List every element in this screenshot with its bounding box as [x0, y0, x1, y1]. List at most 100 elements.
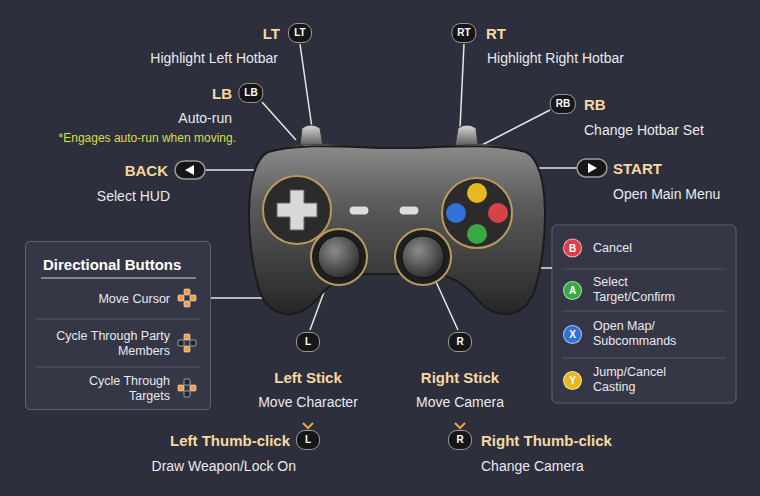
b-button	[488, 203, 508, 223]
dpad-arm	[190, 295, 196, 301]
panel-row: Cycle Through Targets	[48, 374, 170, 404]
control-name: LB	[212, 85, 232, 102]
action-label: Change Hotbar Set	[584, 122, 704, 138]
control-name: LT	[263, 25, 280, 42]
dpad-arm	[184, 334, 190, 340]
row-text: Cycle Through Targets	[48, 374, 170, 404]
button-badge: L	[296, 332, 320, 352]
row-text: Cancel	[593, 241, 632, 256]
dpad-icon	[178, 289, 196, 307]
panel-fill	[552, 225, 736, 403]
control-name: BACK	[125, 162, 168, 179]
button-badge: RT	[451, 23, 476, 43]
dpad-icon	[178, 379, 196, 397]
control-name: RT	[486, 25, 506, 42]
face-ring	[442, 178, 512, 248]
control-name: Left Stick	[274, 369, 342, 386]
badge-letter: R	[456, 336, 463, 347]
button-badge: LB	[238, 83, 263, 103]
button-icon: A	[563, 281, 582, 300]
start-button	[399, 206, 419, 215]
button-badge: R	[448, 332, 472, 352]
panel-row: Y Jump/Cancel Casting	[563, 365, 728, 395]
action-label: Select HUD	[97, 188, 170, 204]
click-mark	[303, 423, 313, 428]
start-badge	[577, 159, 607, 177]
back-arrow	[185, 165, 194, 175]
button-badge: RB	[550, 94, 576, 114]
right-trigger	[455, 125, 478, 146]
action-label: Move Camera	[416, 394, 504, 410]
dpad-arm	[178, 295, 184, 301]
panel-row: A Select Target/Confirm	[563, 275, 728, 305]
left-trigger	[300, 125, 323, 146]
control-name: Right Thumb-click	[481, 432, 612, 449]
dpad-arm	[190, 340, 196, 346]
separator	[562, 311, 726, 312]
dpad	[277, 190, 317, 230]
click-mark	[455, 423, 465, 428]
panel-row: X Open Map/ Subcommands	[563, 319, 728, 349]
dpad-icons	[178, 289, 196, 397]
action-label: Draw Weapon/Lock On	[152, 458, 296, 474]
separator	[35, 367, 201, 368]
panel-row: Move Cursor	[98, 292, 170, 307]
row-text: Jump/Cancel Casting	[593, 365, 693, 395]
badge-letter: L	[305, 336, 311, 347]
badge-letter: RB	[556, 98, 570, 109]
dpad-arm	[190, 385, 196, 391]
button-badge: R	[448, 430, 472, 450]
dpad-arm	[178, 385, 184, 391]
panel-heading: Directional Buttons	[43, 256, 181, 273]
x-button	[446, 203, 466, 223]
right-stick	[402, 236, 444, 278]
dpad-icon	[178, 334, 196, 352]
back-button	[349, 206, 369, 215]
control-name: START	[613, 160, 662, 177]
dpad-arm	[178, 340, 184, 346]
badge-letter: LT	[294, 27, 305, 38]
action-label: Open Main Menu	[613, 186, 720, 202]
control-name: Right Stick	[421, 369, 499, 386]
badge-letter: L	[305, 434, 311, 445]
legend-panel: Directional ButtonsMove CursorCycle Thro…	[25, 241, 211, 410]
leader-lines	[206, 44, 577, 330]
button-badge: L	[296, 430, 320, 450]
control-name: RB	[584, 96, 606, 113]
dpad-arm	[184, 289, 190, 295]
separator	[562, 269, 726, 270]
button-badge: LT	[288, 23, 312, 43]
heading-rule	[41, 278, 196, 279]
panel-fill	[25, 241, 211, 410]
button-icon: B	[563, 239, 582, 258]
row-text: Select Target/Confirm	[593, 275, 693, 305]
controller-body	[249, 146, 545, 314]
dpad-arm	[184, 346, 190, 352]
button-icon: Y	[563, 371, 582, 390]
dpad-arm	[184, 379, 190, 385]
action-label: Move Character	[258, 394, 358, 410]
row-text: Open Map/ Subcommands	[593, 319, 693, 349]
start-arrow	[588, 163, 597, 173]
right-stick-ring	[395, 229, 451, 285]
dpad-arm	[184, 301, 190, 307]
footnote: *Engages auto-run when moving.	[59, 131, 236, 145]
separator	[562, 358, 726, 359]
left-stick	[318, 236, 360, 278]
action-label: Highlight Right Hotbar	[487, 50, 624, 66]
button-icon: X	[563, 325, 582, 344]
row-text: Cycle Through Party Members	[48, 329, 170, 359]
separator	[35, 319, 201, 320]
badge-letter: LB	[244, 87, 257, 98]
panel-row: B Cancel	[563, 239, 728, 258]
a-button	[467, 224, 487, 244]
badge-letter: R	[456, 434, 463, 445]
control-name: Left Thumb-click	[170, 432, 290, 449]
badge-letter: RT	[457, 27, 470, 38]
panel-row: Cycle Through Party Members	[48, 329, 170, 359]
action-label: Auto-run	[178, 110, 232, 126]
action-label: Change Camera	[481, 458, 584, 474]
left-stick-ring	[311, 229, 367, 285]
dpad-arm	[184, 391, 190, 397]
